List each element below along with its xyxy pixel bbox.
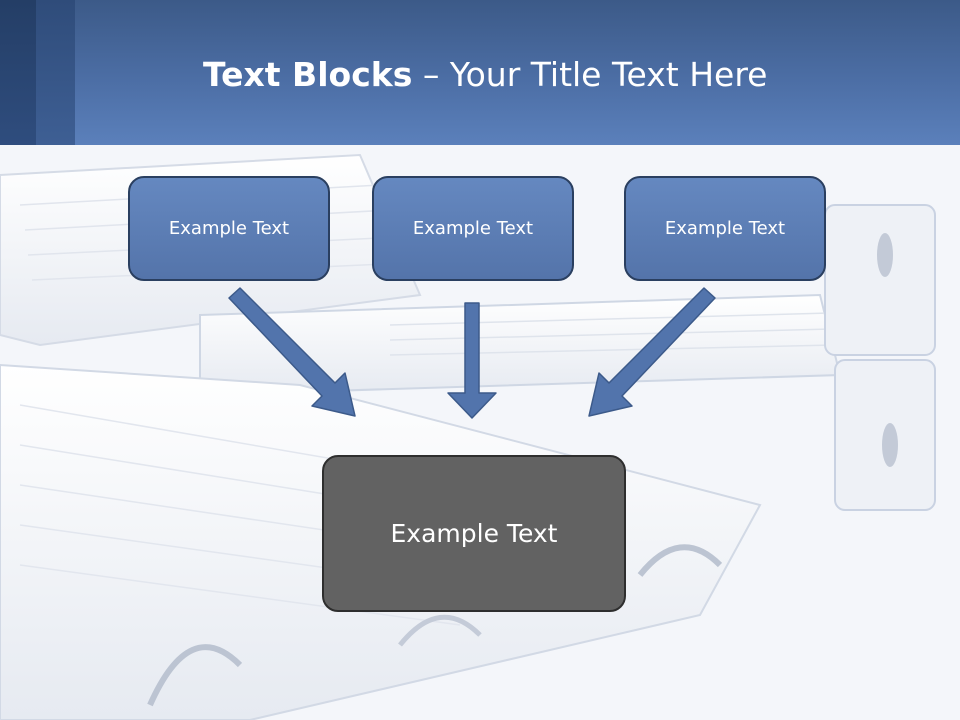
text-block-1-label: Example Text	[168, 218, 290, 239]
arrow-down-left-icon	[588, 287, 716, 417]
title-bar	[0, 0, 960, 145]
arrow-down-icon	[447, 302, 497, 419]
text-block-3[interactable]: Example Text	[624, 176, 826, 281]
slide-title: Text Blocks – Your Title Text Here	[203, 52, 767, 102]
center-text-block-label: Example Text	[390, 519, 558, 548]
text-block-3-label: Example Text	[664, 218, 786, 239]
text-block-2[interactable]: Example Text	[372, 176, 574, 281]
title-bar-accent	[36, 0, 75, 145]
slide-title-bold: Text Blocks	[203, 55, 413, 94]
text-block-1[interactable]: Example Text	[128, 176, 330, 281]
title-bar-accent-dark	[0, 0, 36, 145]
center-text-block[interactable]: Example Text	[322, 455, 626, 612]
slide-title-rest: – Your Title Text Here	[412, 55, 768, 94]
text-block-2-label: Example Text	[412, 218, 534, 239]
arrow-down-right-icon	[228, 287, 356, 417]
